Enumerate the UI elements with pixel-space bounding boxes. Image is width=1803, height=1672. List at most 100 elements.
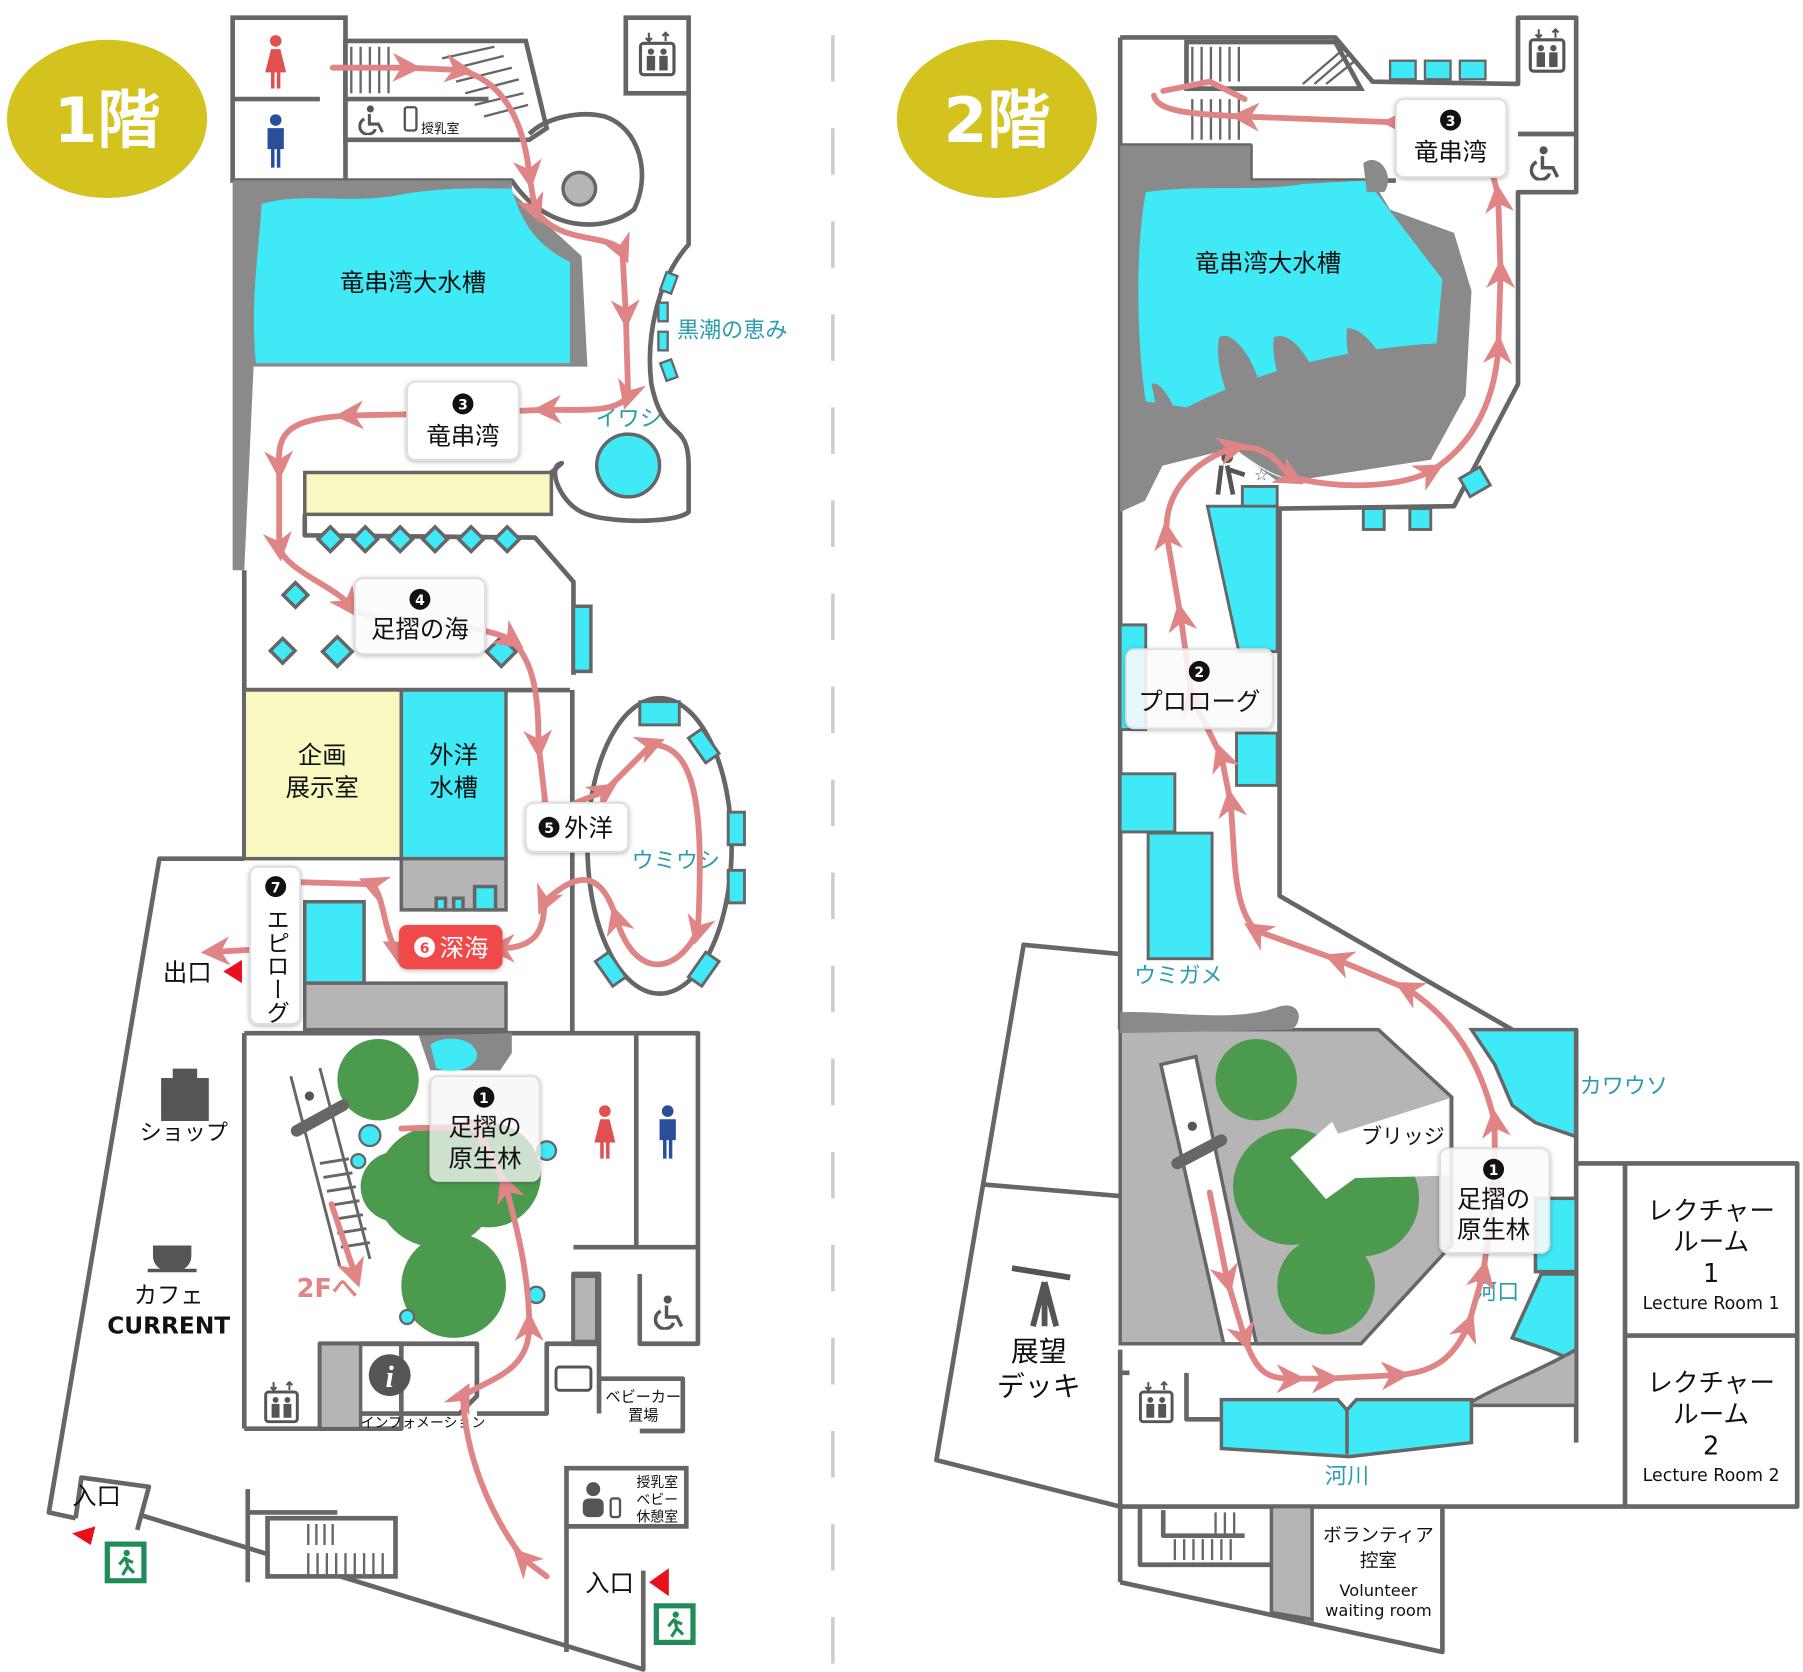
lecture-room-number: 2	[1703, 1431, 1719, 1461]
ocean-tank-label: 外洋	[429, 740, 478, 769]
stop-number: 6	[420, 941, 430, 957]
stop-number: 5	[544, 821, 554, 837]
stop-1-ashizuri-forest-2f[interactable]: 1 足摺の 原生林	[1439, 1147, 1551, 1254]
stop-name: 足摺の	[448, 1113, 521, 1142]
observation-deck-label: 展望	[1011, 1335, 1067, 1368]
stop-number: 2	[1194, 665, 1204, 681]
nursing-room-label: 授乳室	[421, 121, 460, 137]
stroller-area-label: ベビーカー	[605, 1388, 681, 1406]
coin-locker-icon	[554, 1365, 593, 1392]
stop-name: エピローグ	[262, 908, 289, 1024]
emergency-exit-sign-icon	[102, 1541, 149, 1584]
volunteer-room-english: waiting room	[1325, 1601, 1432, 1620]
baby-room-label: ベビー	[636, 1492, 678, 1508]
stop-2-prologue[interactable]: 2 プロローグ	[1125, 648, 1274, 730]
floor-1: 1階 授乳室 竜串湾大水槽 黒潮の恵み イワシ	[6, 15, 787, 1672]
stop-4-ashizuri-sea[interactable]: 4 足摺の海	[353, 577, 486, 655]
entrance-right-label: 入口	[585, 1569, 634, 1598]
lecture-room-label: ルーム	[1673, 1400, 1749, 1430]
stop-5-open-ocean[interactable]: 5 外洋	[524, 801, 630, 853]
special-exhibit-label: 展示室	[286, 773, 359, 802]
female-restroom-icon	[594, 1105, 616, 1159]
stop-number: 1	[479, 1091, 489, 1107]
stop-name: 足摺の海	[371, 615, 469, 644]
floor-badge-1f	[6, 39, 208, 198]
shop-label[interactable]: ショップ	[140, 1120, 228, 1146]
floor-badge-2f	[896, 39, 1097, 198]
lecture-room-2[interactable]: レクチャー ルーム 2 Lecture Room 2	[1643, 1368, 1780, 1486]
stop-name: 原生林	[448, 1144, 521, 1173]
entrance-left-label: 入口	[72, 1481, 121, 1510]
elevator-icon	[264, 1380, 299, 1424]
special-exhibit-label: 企画	[298, 740, 347, 769]
volunteer-waiting-room: ボランティア 控室 Volunteer waiting room	[1323, 1525, 1434, 1619]
baby-room-label: 休憩室	[636, 1509, 678, 1526]
lecture-room-label: レクチャー	[1647, 1368, 1775, 1398]
cafe-name-label[interactable]: CURRENT	[107, 1312, 230, 1339]
volunteer-room-label: ボランティア	[1323, 1525, 1434, 1546]
floor-badge-1f-label: 1階	[54, 84, 161, 157]
main-tank-label: 竜串湾大水槽	[1195, 248, 1341, 277]
coffee-cup-icon	[147, 1245, 197, 1273]
lecture-room-label: ルーム	[1673, 1228, 1749, 1258]
stop-7-epilogue[interactable]: 7 エピローグ	[249, 865, 301, 1025]
emergency-exit-sign-icon	[651, 1603, 698, 1646]
lecture-room-english: Lecture Room 2	[1643, 1466, 1780, 1486]
shopping-bag-icon	[161, 1068, 209, 1121]
lecture-room-number: 1	[1703, 1259, 1719, 1289]
bridge-label: ブリッジ	[1361, 1125, 1445, 1149]
information-icon[interactable]	[368, 1354, 411, 1397]
zone-label-otter: カワウソ	[1580, 1074, 1668, 1100]
stop-name: 竜串湾	[1414, 138, 1487, 167]
stop-3-ryugushi-bay-2f[interactable]: 3 竜串湾	[1394, 98, 1508, 178]
stroller-area-label: 置場	[628, 1407, 658, 1425]
volunteer-room-label: 控室	[1360, 1551, 1397, 1572]
to-2f-label: 2Fへ	[297, 1274, 358, 1304]
zone-label-turtle: ウミガメ	[1134, 963, 1222, 989]
accessible-restroom-icon	[1529, 145, 1560, 181]
stop-number: 1	[1489, 1163, 1499, 1179]
lecture-room-english: Lecture Room 1	[1643, 1294, 1780, 1314]
stop-3-ryugushi-bay[interactable]: 3 竜串湾	[406, 380, 520, 461]
stop-number: 3	[1446, 114, 1456, 130]
lecture-room-1[interactable]: レクチャー ルーム 1 Lecture Room 1	[1643, 1196, 1780, 1314]
cafe-label[interactable]: カフェ	[134, 1282, 204, 1309]
baby-bottle-icon	[403, 106, 418, 132]
stop-name: 外洋	[564, 814, 613, 843]
stop-number: 3	[458, 398, 468, 414]
lecture-room-label: レクチャー	[1647, 1196, 1775, 1226]
escalator	[289, 1067, 372, 1267]
entrance-arrow-icon	[72, 1526, 96, 1545]
volunteer-room-english: Volunteer	[1339, 1581, 1417, 1600]
otter-tank	[1468, 1027, 1578, 1140]
zone-label-seaslug: ウミウシ	[632, 848, 720, 874]
baby-icon	[586, 1482, 601, 1497]
photo-spot-star-icon: ☆	[1254, 466, 1269, 485]
stop-name: 足摺の	[1457, 1185, 1530, 1214]
male-restroom-icon	[659, 1105, 676, 1159]
stop-name: 原生林	[1457, 1215, 1530, 1244]
sardine-tank	[594, 432, 662, 499]
stop-name: プロローグ	[1138, 687, 1260, 716]
observation-deck-label: デッキ	[997, 1370, 1081, 1403]
stop-number: 7	[271, 880, 281, 896]
escalator-icon	[290, 1099, 349, 1137]
stop-number: 4	[415, 593, 425, 609]
forest-pond	[430, 1038, 478, 1071]
stop-name: 竜串湾	[426, 422, 499, 451]
main-tank-label: 竜串湾大水槽	[340, 268, 486, 297]
yellow-exhibit-bar	[303, 470, 554, 517]
telescope-icon	[1011, 1265, 1071, 1328]
pillar	[561, 170, 598, 207]
stop-name: 深海	[440, 933, 489, 962]
stop-6-deep-sea[interactable]: 6 深海	[398, 924, 503, 970]
stop-1-ashizuri-forest[interactable]: 1 足摺の 原生林	[429, 1075, 541, 1182]
accessible-restroom-icon	[653, 1294, 684, 1330]
ocean-tank-label: 水槽	[429, 773, 478, 802]
zone-label-kuroshio: 黒潮の恵み	[677, 318, 787, 344]
deep-sea-tank	[303, 899, 366, 985]
floor-2: 2階 竜串湾大水槽 ☆ ウミガメ	[896, 15, 1800, 1655]
information-glyph: i	[385, 1360, 394, 1394]
elevator-icon	[1138, 1380, 1174, 1424]
